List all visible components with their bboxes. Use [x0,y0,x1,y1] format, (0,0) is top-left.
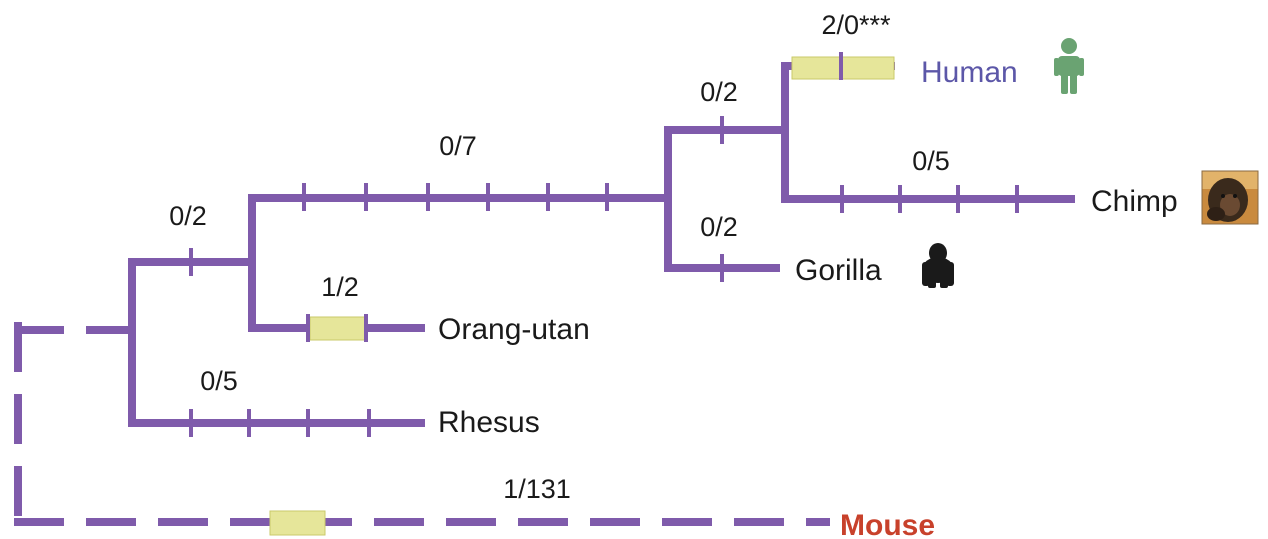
mouse-substitution-box [269,510,326,536]
branches [14,62,1075,526]
gorilla-silhouette-icon [922,243,954,288]
gorilla-branch-count: 0/2 [700,212,738,242]
taxon-human: Human [921,56,1018,89]
orangutan-substitution-box [309,316,367,341]
taxon-mouse: Mouse [840,509,935,539]
mouse-branch-count: 1/131 [503,474,571,504]
taxon-rhesus: Rhesus [438,406,540,439]
substitution-ticks [189,52,1019,437]
hominid-stem-count: 0/2 [169,201,207,231]
chimp-branch-count: 0/5 [912,146,950,176]
chimp-photo-icon [1201,170,1259,225]
orangutan-branch-count: 1/2 [321,272,359,302]
branch-count-labels: 2/0*** 0/2 0/7 0/5 0/2 0/2 1/2 0/5 1/131 [169,10,950,504]
taxon-labels: Human Chimp Gorilla Orang-utan Rhesus Mo… [438,56,1178,539]
human-branch-count: 2/0*** [821,10,891,40]
taxon-orangutan: Orang-utan [438,313,590,346]
taxon-gorilla: Gorilla [795,254,882,287]
human-figure-icon [1054,38,1084,94]
rhesus-branch-count: 0/5 [200,366,238,396]
substitution-boxes [269,56,895,536]
human-chimp-ancestor-count: 0/2 [700,77,738,107]
great-ape-stem-count: 0/7 [439,131,477,161]
taxon-chimp: Chimp [1091,185,1178,218]
